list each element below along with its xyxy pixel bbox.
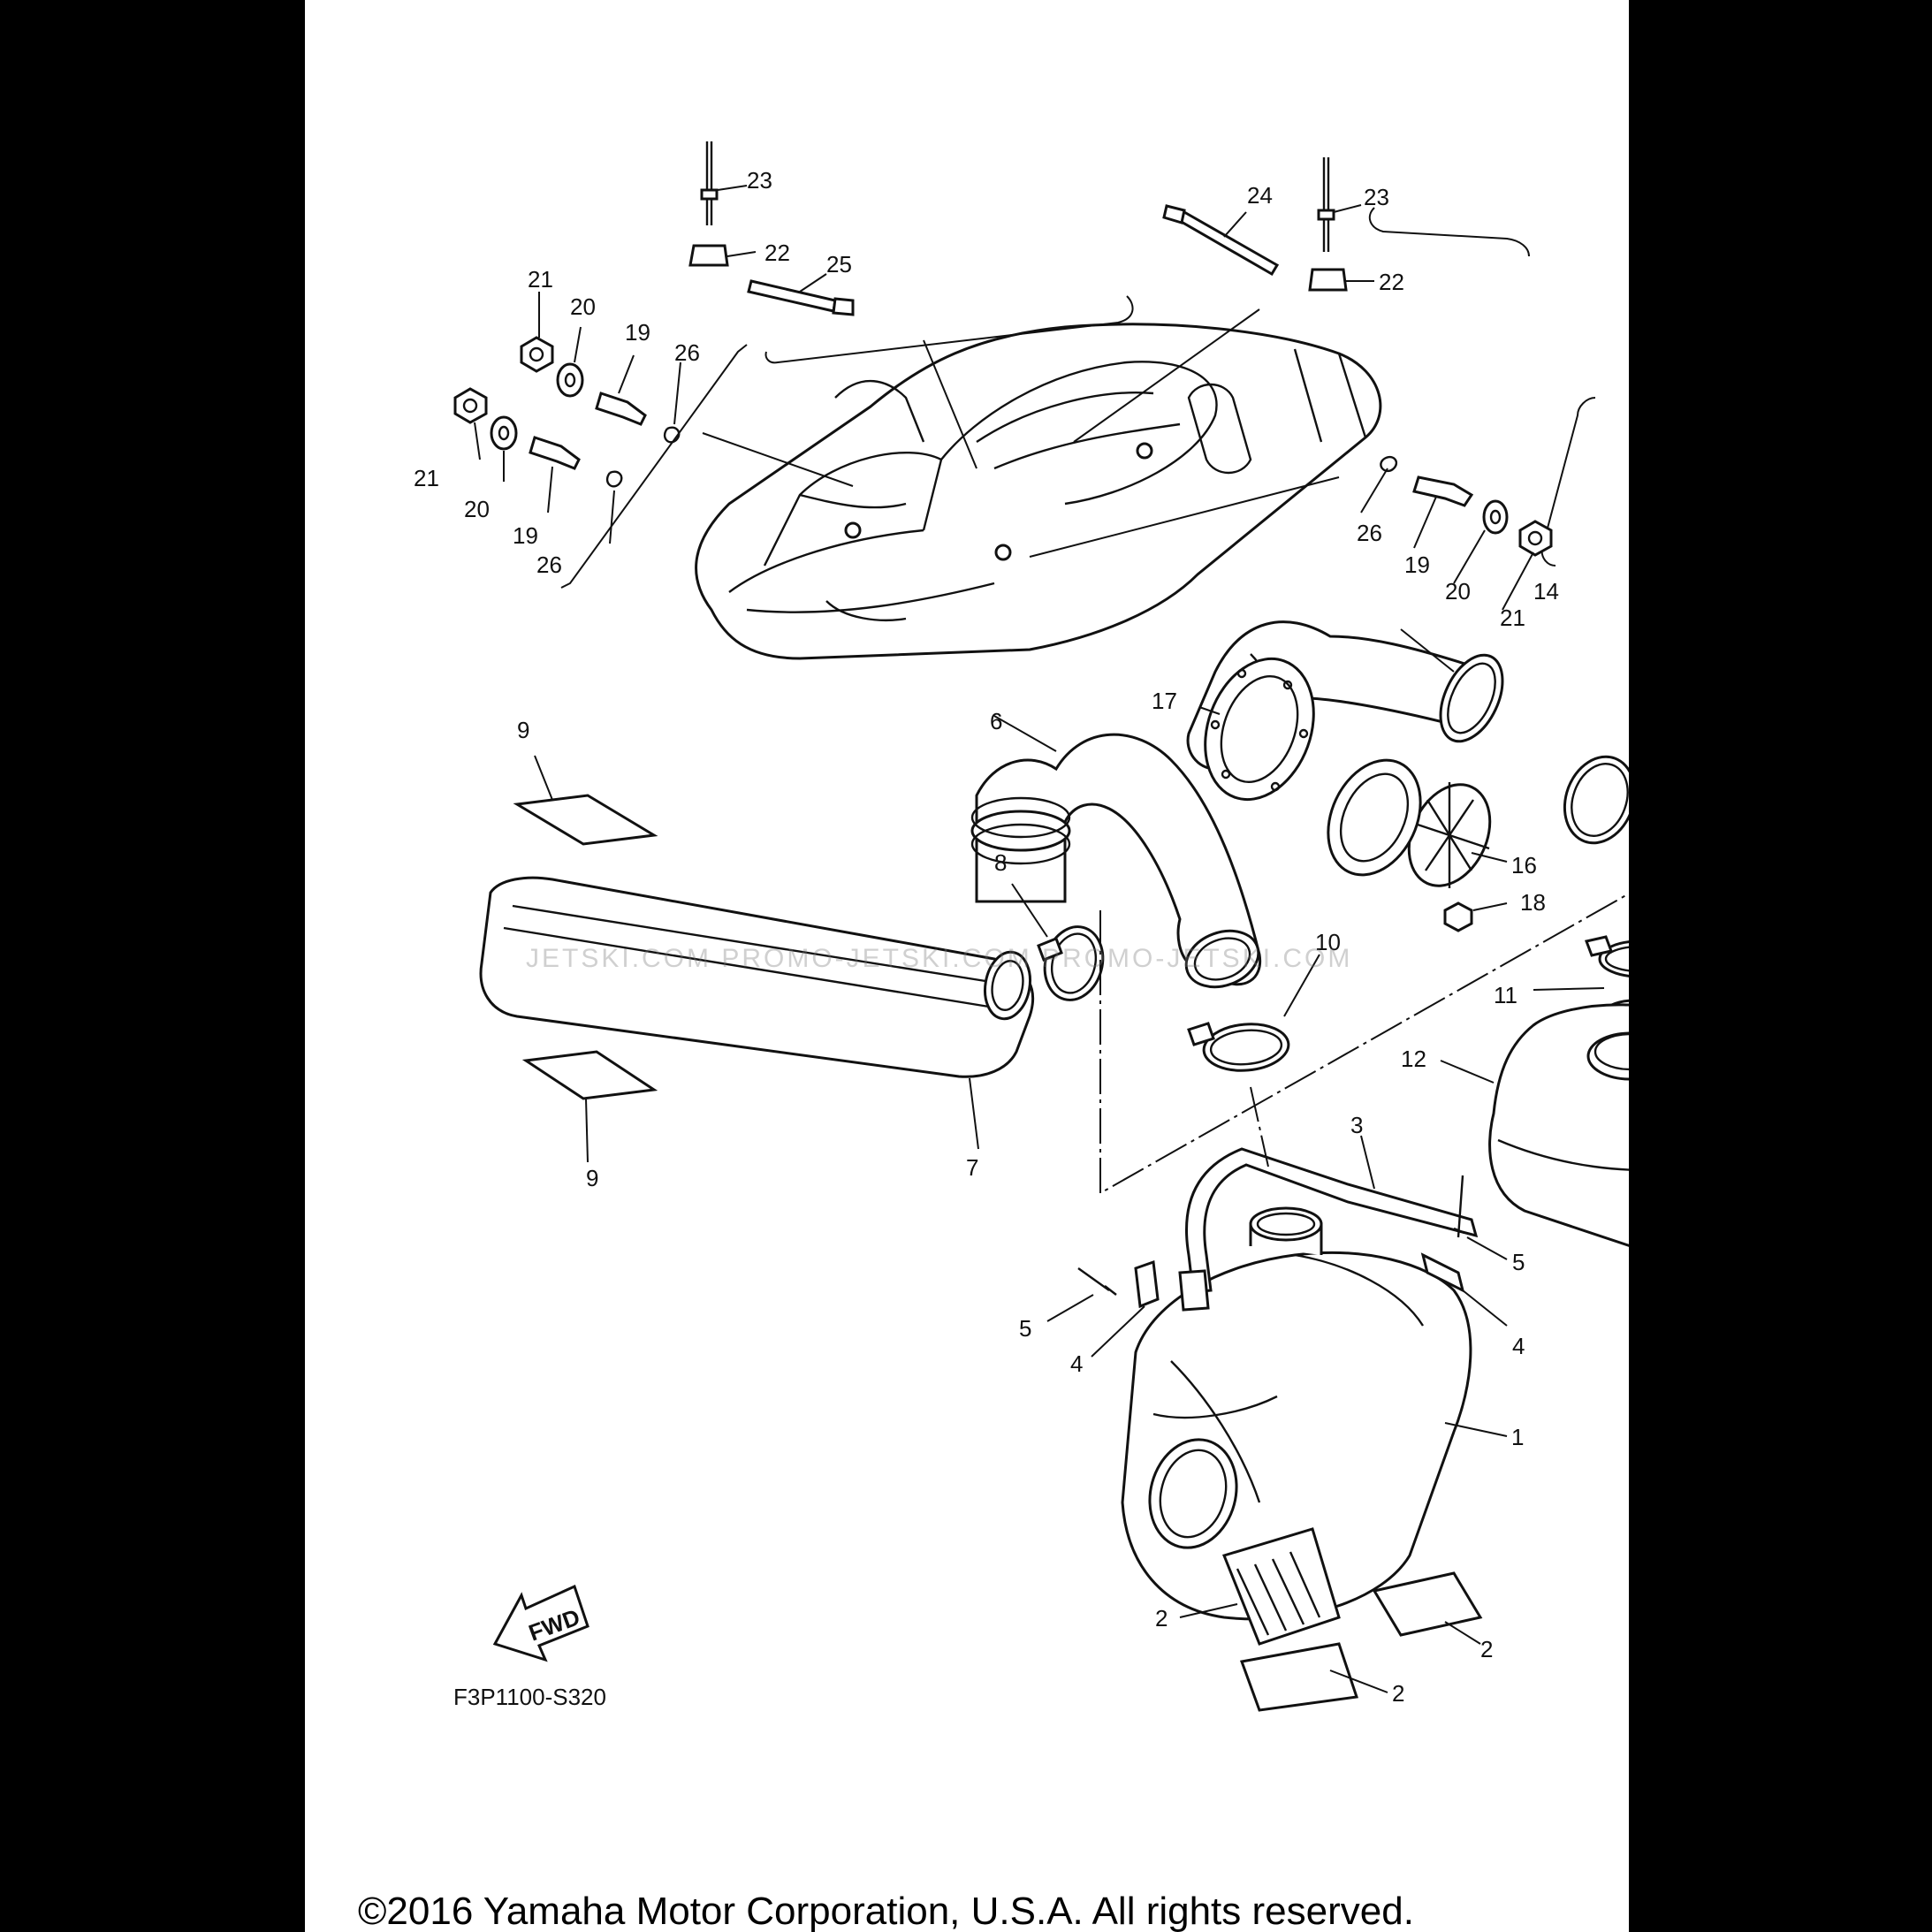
part-label: 26 — [1357, 520, 1382, 546]
part-label: 16 — [1511, 852, 1537, 879]
part-label: 22 — [1379, 269, 1404, 295]
silencer-box-7 — [479, 876, 1035, 1078]
part-label: 23 — [747, 167, 772, 194]
watermark-text: JETSKI.COM PROMO-JETSKI.COM PROMO-JETSKI… — [526, 944, 1353, 973]
hardware-upper-right — [1380, 455, 1553, 557]
part-label: 20 — [464, 496, 490, 522]
part-label: 21 — [414, 465, 439, 491]
part-label: 18 — [1520, 889, 1546, 916]
part-label: 26 — [536, 551, 562, 578]
pad-9-lower — [521, 1050, 658, 1100]
part-label: 3 — [1350, 1112, 1363, 1138]
hose-clamp-10 — [1187, 1022, 1290, 1072]
diffuser-plate-16 — [1327, 758, 1492, 888]
elbow-duct-6 — [970, 733, 1262, 989]
part-label: 11 — [1494, 982, 1517, 1008]
part-label: 20 — [1445, 578, 1471, 605]
copyright-notice: ©2016 Yamaha Motor Corporation, U.S.A. A… — [358, 1890, 1414, 1932]
rivet-5-right — [1453, 1175, 1465, 1238]
pad-2-a — [1221, 1527, 1341, 1646]
part-label: 8 — [994, 849, 1007, 876]
bracket-4-left — [1134, 1259, 1160, 1309]
pad-2-c — [1239, 1642, 1358, 1712]
hardware-top-right — [1162, 157, 1348, 292]
part-label: 19 — [1404, 551, 1430, 578]
part-label: 7 — [966, 1154, 978, 1181]
part-label: 20 — [570, 293, 596, 320]
exploded-parts-diagram: FWD 1 2 2 2 3 4 4 5 5 6 7 8 9 9 10 11 12… — [414, 141, 1629, 1712]
part-label: 22 — [764, 240, 790, 266]
part-label: 1 — [1511, 1424, 1524, 1450]
silencer-box-12 — [1488, 1003, 1629, 1247]
air-box-1 — [1121, 1206, 1472, 1621]
part-label: 5 — [1019, 1315, 1031, 1342]
jetski-hull — [695, 323, 1382, 660]
parts-diagram-sheet: FWD 1 2 2 2 3 4 4 5 5 6 7 8 9 9 10 11 12… — [305, 0, 1629, 1932]
nut-18 — [1443, 901, 1473, 932]
hardware-top-left — [688, 141, 855, 316]
part-label: 5 — [1512, 1249, 1525, 1275]
part-label: 6 — [990, 708, 1002, 734]
part-label: 4 — [1512, 1333, 1525, 1359]
part-label: 2 — [1392, 1680, 1404, 1707]
part-label: 2 — [1155, 1605, 1168, 1632]
flange-17 — [1204, 657, 1315, 802]
part-label: 26 — [674, 339, 700, 366]
part-label: 21 — [528, 266, 553, 293]
part-label: 9 — [517, 717, 529, 743]
part-label: 4 — [1070, 1350, 1083, 1377]
part-label: 19 — [625, 319, 650, 346]
part-labels: 1 2 2 2 3 4 4 5 5 6 7 8 9 9 10 11 12 13 … — [414, 167, 1559, 1707]
hose-clamp-15 — [1563, 755, 1629, 845]
part-label: 19 — [513, 522, 538, 549]
part-label: 10 — [1315, 929, 1341, 955]
strap-3 — [1178, 1147, 1479, 1312]
pad-2-b — [1372, 1571, 1483, 1637]
hardware-upper-left — [453, 336, 681, 488]
part-label: 17 — [1152, 688, 1177, 714]
part-label: 2 — [1480, 1636, 1493, 1662]
part-label: 12 — [1401, 1046, 1426, 1072]
pad-9-upper — [513, 794, 658, 846]
part-label: 23 — [1364, 184, 1389, 210]
diagram-code: F3P1100-S320 — [453, 1684, 606, 1710]
fwd-arrow-icon: FWD — [492, 1584, 589, 1662]
part-label: 24 — [1247, 182, 1273, 209]
part-label: 9 — [586, 1165, 598, 1191]
part-label: 14 — [1533, 578, 1559, 605]
part-label: 25 — [826, 251, 852, 278]
part-label: 21 — [1500, 605, 1525, 631]
rivet-5-left — [1077, 1267, 1117, 1296]
